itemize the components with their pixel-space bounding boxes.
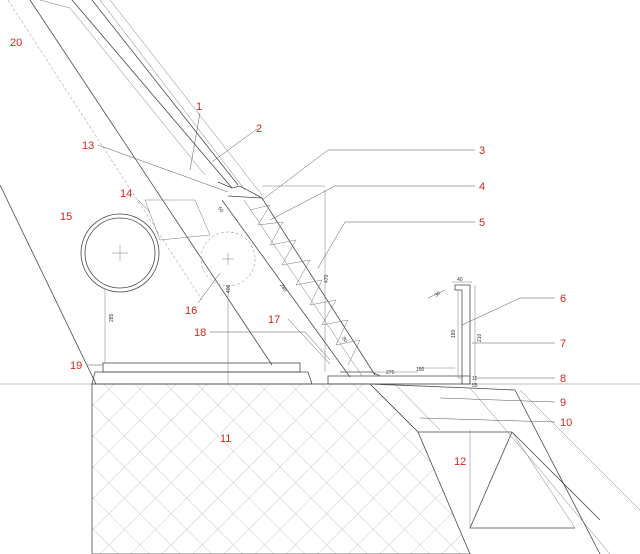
dim-285: 285: [109, 313, 115, 322]
lower-block-edge: [394, 383, 640, 554]
callout-15: 15: [60, 211, 72, 223]
sloped-panel-lower: [221, 199, 351, 378]
callout-9: 9: [560, 397, 566, 409]
leader-4: [269, 185, 475, 221]
dim-275: 275: [386, 370, 395, 376]
callout-2: 2: [256, 123, 262, 135]
inclined-member-inner: [39, 0, 206, 176]
leader-14: [137, 199, 151, 213]
leader-2: [211, 128, 258, 163]
leader-18: [210, 331, 331, 361]
callout-7: 7: [560, 338, 566, 350]
inclined-member-edge: [29, 0, 273, 366]
pipe-dashed-cross: [222, 253, 234, 265]
base-plate: [327, 375, 471, 385]
pipe-large-inner: [84, 217, 156, 289]
inclined-member-centerline: [7, 0, 203, 301]
dim-30: 30: [434, 290, 442, 298]
dim-180: 180: [451, 329, 457, 338]
dim-150: 150: [416, 367, 425, 373]
callout-17: 17: [268, 314, 280, 326]
callout-13: 13: [82, 140, 94, 152]
upstand: [454, 284, 471, 385]
foundation-block: [91, 383, 471, 554]
inclined-member-outer: [0, 184, 97, 385]
leader-10: [419, 417, 556, 423]
leader-5: [317, 221, 475, 269]
dim-210: 210: [477, 333, 483, 342]
callout-18: 18: [194, 327, 206, 339]
pipe-large-cross: [112, 245, 128, 261]
hidden-duct: [144, 199, 211, 241]
leader-17: [287, 318, 331, 365]
glazing-strip-outer: [71, 0, 233, 189]
callout-19: 19: [70, 360, 82, 372]
callout-10: 10: [560, 417, 572, 429]
leader-16: [197, 272, 221, 304]
dim-55: 55: [472, 383, 478, 389]
dim-15: 15: [472, 376, 478, 382]
leader-30: [427, 289, 446, 299]
glazing-strip-inner: [91, 0, 239, 186]
leader-9: [439, 397, 556, 403]
sloped-panel-truss: [249, 204, 361, 366]
callout-12: 12: [454, 456, 466, 468]
dim-400: 400: [226, 284, 232, 293]
sloped-panel-mid: [243, 199, 363, 377]
dim-80: 80: [340, 336, 348, 344]
bearing-pad-base: [91, 371, 313, 385]
dim-40: 40: [457, 277, 463, 283]
callout-3: 3: [479, 145, 485, 157]
callout-8: 8: [560, 373, 566, 385]
glazing-strip-thin: [99, 0, 246, 191]
leader-13: [97, 144, 229, 193]
callout-1: 1: [196, 101, 202, 113]
dim-280: 280: [278, 283, 288, 293]
dim-470: 470: [324, 274, 330, 283]
callout-6: 6: [560, 293, 566, 305]
leader-6: [461, 297, 555, 326]
upstand-inner: [457, 290, 462, 379]
callout-14: 14: [120, 188, 132, 200]
bearing-pad: [102, 362, 301, 373]
panel-cap: [217, 181, 263, 199]
callout-20: 20: [10, 37, 22, 49]
callout-11: 11: [220, 433, 231, 445]
dim-60: 60: [216, 206, 224, 214]
glazing-strip-thin-2: [109, 0, 263, 196]
leader-3: [261, 149, 475, 201]
leader-1: [189, 112, 201, 171]
pipe-large-outer: [80, 213, 160, 293]
callout-4: 4: [479, 181, 485, 193]
callout-5: 5: [479, 217, 485, 229]
lower-block-diag-2: [511, 431, 576, 529]
callout-16: 16: [185, 305, 197, 317]
